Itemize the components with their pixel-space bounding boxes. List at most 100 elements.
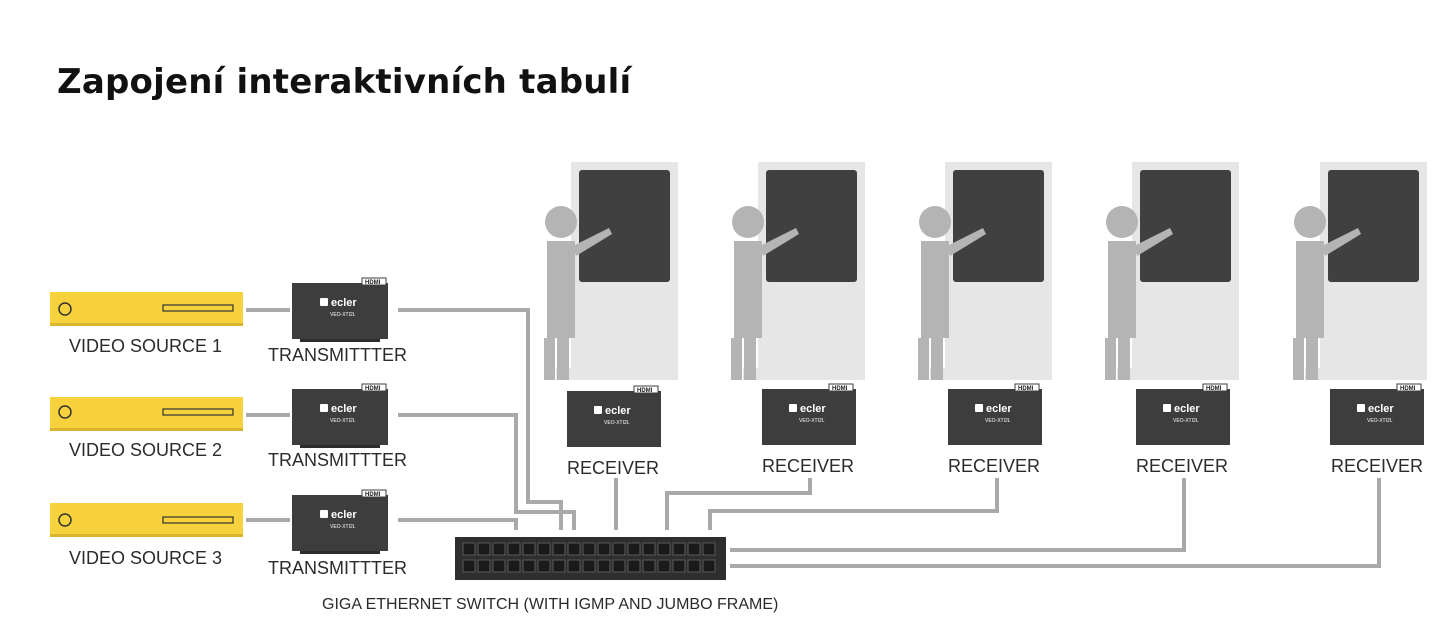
video-source-3: VIDEO SOURCE 3 [50,503,243,568]
switch-port [492,559,506,573]
transmitter-2-label: TRANSMITTTER [268,450,407,470]
person-icon [1105,206,1173,380]
receiver-3: HDMI ecler VEO-XTI2L RECEIVER [948,383,1042,476]
switch-port [627,559,641,573]
switch-port [552,542,566,556]
switch-port [462,542,476,556]
svg-text:ecler: ecler [331,297,357,309]
ethernet-switch: GIGA ETHERNET SWITCH (WITH IGMP AND JUMB… [322,537,778,613]
switch-port [657,559,671,573]
svg-text:ecler: ecler [1174,403,1200,415]
video-source-2-label: VIDEO SOURCE 2 [69,440,222,460]
transmitter-3-label: TRANSMITTTER [268,558,407,578]
cables [246,308,1381,568]
svg-text:VEO-XTI2L: VEO-XTI2L [985,418,1011,424]
svg-text:HDMI: HDMI [365,492,381,498]
receiver-2: HDMI ecler VEO-XTI2L RECEIVER [762,383,856,476]
receiver-4-label: RECEIVER [1136,456,1228,476]
switch-port [657,542,671,556]
switch-port [612,542,626,556]
kiosk-2 [731,162,865,380]
switch-port [672,559,686,573]
cable-rx5-switch [730,478,1381,568]
cable-rx4-switch [730,478,1186,552]
svg-text:VEO-XTI2L: VEO-XTI2L [330,312,356,318]
svg-text:ecler: ecler [331,403,357,415]
svg-text:HDMI: HDMI [1018,386,1034,392]
cable-rx3-switch [708,478,999,530]
svg-text:VEO-XTI2L: VEO-XTI2L [1367,418,1393,424]
svg-text:HDMI: HDMI [1206,386,1222,392]
video-source-2: VIDEO SOURCE 2 [50,397,243,460]
person-icon [918,206,986,380]
switch-port [672,542,686,556]
person-icon [1293,206,1361,380]
svg-text:ecler: ecler [986,403,1012,415]
svg-text:HDMI: HDMI [832,386,848,392]
svg-text:ecler: ecler [800,403,826,415]
svg-text:VEO-XTI2L: VEO-XTI2L [799,418,825,424]
video-source-1-label: VIDEO SOURCE 1 [69,336,222,356]
receiver-2-label: RECEIVER [762,456,854,476]
transmitter-1: HDMI ecler VEO-XTI2L TRANSMITTTER [268,277,407,365]
switch-port [567,542,581,556]
switch-port [582,542,596,556]
switch-port [597,542,611,556]
switch-port [582,559,596,573]
cable-tx3-switch [398,518,518,530]
svg-text:ecler: ecler [605,405,631,417]
switch-port [687,542,701,556]
switch-port [507,542,521,556]
switch-port [702,542,716,556]
person-icon [731,206,799,380]
cable-rx2-switch [665,478,812,530]
video-source-1: VIDEO SOURCE 1 [50,292,243,356]
switch-port [552,559,566,573]
switch-port [702,559,716,573]
switch-port [462,559,476,573]
kiosk-1 [544,162,678,380]
svg-text:HDMI: HDMI [1400,386,1416,392]
video-source-3-label: VIDEO SOURCE 3 [69,548,222,568]
svg-text:ecler: ecler [1368,403,1394,415]
switch-port [537,559,551,573]
switch-port [642,559,656,573]
transmitter-3: HDMI ecler VEO-XTI2L TRANSMITTTER [268,489,407,578]
kiosk-4 [1105,162,1239,380]
switch-port [522,542,536,556]
switch-port [492,542,506,556]
switch-port [522,559,536,573]
svg-text:VEO-XTI2L: VEO-XTI2L [604,420,630,426]
cable-tx2-switch [398,413,576,530]
switch-port [507,559,521,573]
switch-port [642,542,656,556]
svg-text:ecler: ecler [331,509,357,521]
svg-text:VEO-XTI2L: VEO-XTI2L [330,418,356,424]
transmitter-1-label: TRANSMITTTER [268,345,407,365]
person-icon [544,206,612,380]
svg-text:HDMI: HDMI [365,386,381,392]
switch-port [477,542,491,556]
switch-port [687,559,701,573]
receiver-1-label: RECEIVER [567,458,659,478]
svg-text:HDMI: HDMI [365,280,381,286]
svg-text:HDMI: HDMI [637,388,653,394]
svg-text:VEO-XTI2L: VEO-XTI2L [330,524,356,530]
transmitter-2: HDMI ecler VEO-XTI2L TRANSMITTTER [268,383,407,470]
switch-port [597,559,611,573]
switch-ports [462,542,716,573]
receiver-4: HDMI ecler VEO-XTI2L RECEIVER [1136,383,1230,476]
receiver-1: HDMI ecler VEO-XTI2L RECEIVER [567,385,661,478]
switch-port [537,542,551,556]
switch-port [477,559,491,573]
receiver-5-label: RECEIVER [1331,456,1423,476]
switch-port [567,559,581,573]
switch-port [627,542,641,556]
kiosk-3 [918,162,1052,380]
kiosk-5 [1293,162,1427,380]
switch-label: GIGA ETHERNET SWITCH (WITH IGMP AND JUMB… [322,596,778,613]
svg-text:VEO-XTI2L: VEO-XTI2L [1173,418,1199,424]
receiver-3-label: RECEIVER [948,456,1040,476]
cable-tx1-switch [398,308,563,530]
